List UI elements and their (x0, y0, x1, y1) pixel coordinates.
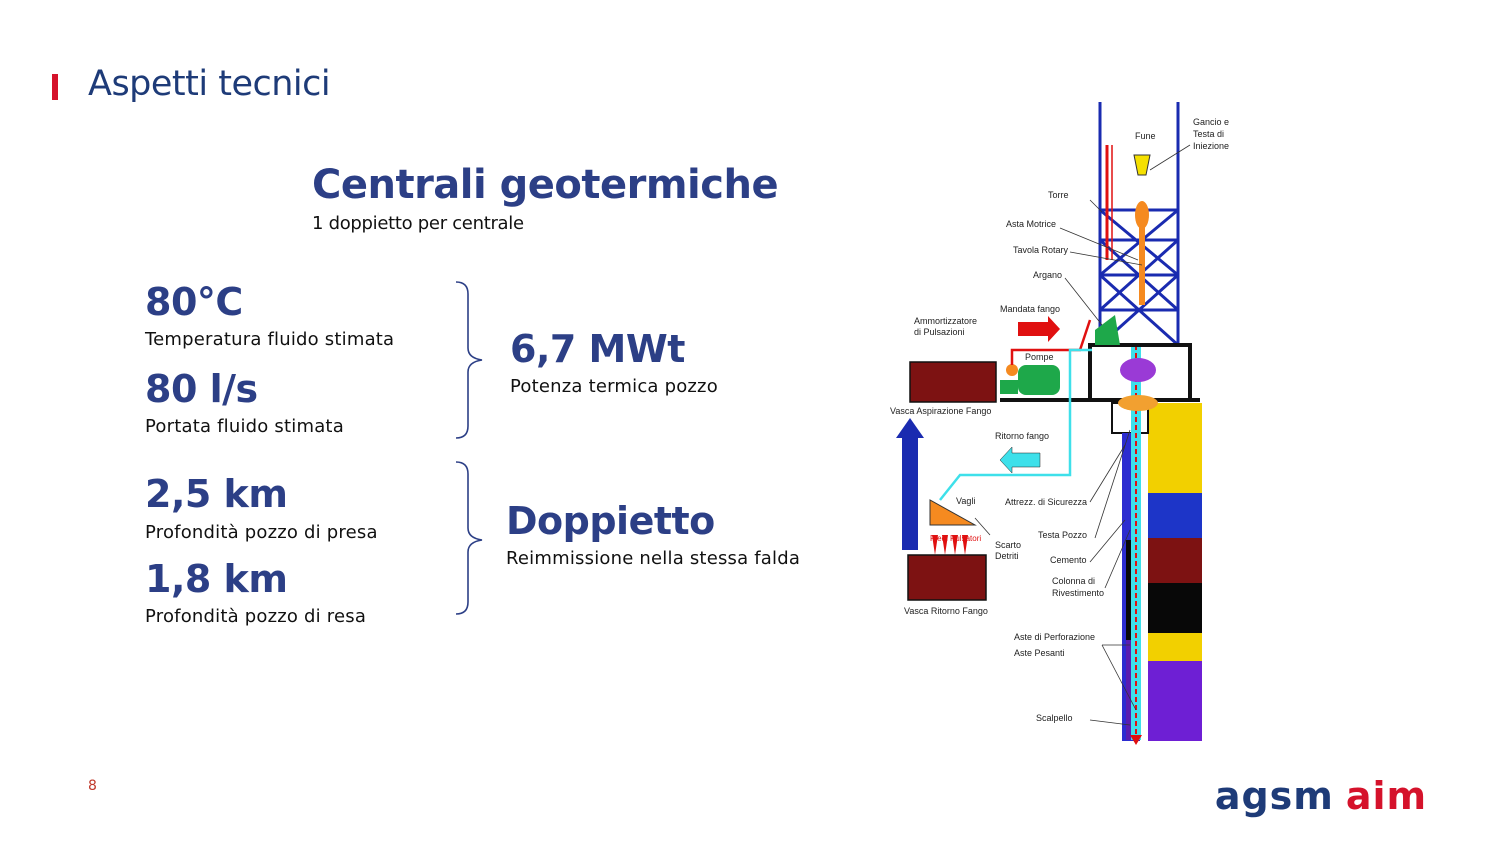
hook-icon (1133, 154, 1151, 176)
label-pulsatori: Piedi Pulsatori (930, 534, 981, 543)
label-iniezione: Iniezione (1193, 141, 1229, 151)
grouping-braces (455, 281, 483, 615)
mud-return-arrow-icon (999, 446, 1041, 474)
label-aste-perforazione: Aste di Perforazione (1014, 632, 1095, 642)
label-fune: Fune (1135, 131, 1156, 141)
label-vasca-ritorno: Vasca Ritorno Fango (904, 606, 988, 616)
return-depth-label: Profondità pozzo di resa (145, 606, 367, 627)
label-testa-pozzo: Testa Pozzo (1038, 530, 1087, 540)
label-colonna: Colonna di (1052, 576, 1095, 586)
well-pipe (1131, 345, 1141, 740)
drilling-rig-diagram: Gancio e Testa di Iniezione Fune Torre A… (890, 102, 1229, 745)
label-di-pulsazioni: di Pulsazioni (914, 327, 965, 337)
intake-depth-label: Profondità pozzo di presa (145, 522, 378, 543)
temperature-value: 80°C (145, 280, 243, 324)
label-attrezz: Attrezz. di Sicurezza (1005, 497, 1087, 507)
label-rivestimento: Rivestimento (1052, 588, 1104, 598)
flow-rate-value: 80 l/s (145, 367, 258, 411)
intake-depth-value: 2,5 km (145, 472, 288, 516)
geological-strata (1148, 403, 1202, 741)
label-ritorno-fango: Ritorno fango (995, 431, 1049, 441)
brace-top (455, 281, 483, 439)
label-detriti: Detriti (995, 551, 1019, 561)
label-tavola-rotary: Tavola Rotary (1013, 245, 1069, 255)
return-tank (907, 554, 987, 601)
upward-flow-arrow-icon (896, 418, 924, 550)
label-scarto: Scarto (995, 540, 1021, 550)
logo-part-aim: aim (1345, 774, 1428, 818)
label-ammortizzatore: Ammortizzatore (914, 316, 977, 326)
main-heading: Centrali geotermiche (312, 162, 779, 208)
label-mandata-fango: Mandata fango (1000, 304, 1060, 314)
label-testa: Testa di (1193, 129, 1224, 139)
label-pompe: Pompe (1025, 352, 1054, 362)
pump-icon (1018, 365, 1060, 395)
label-vagli: Vagli (956, 496, 975, 506)
thermal-power-value: 6,7 MWt (510, 327, 685, 371)
label-argano: Argano (1033, 270, 1062, 280)
label-torre: Torre (1048, 190, 1069, 200)
label-scalpello: Scalpello (1036, 713, 1073, 723)
mud-delivery-arrow-icon (1018, 316, 1060, 342)
doublet-value: Doppietto (506, 499, 715, 543)
label-aste-pesanti: Aste Pesanti (1014, 648, 1065, 658)
return-depth-value: 1,8 km (145, 557, 288, 601)
winch-icon (1095, 315, 1120, 345)
label-asta-motrice: Asta Motrice (1006, 219, 1056, 229)
doublet-label: Reimmissione nella stessa falda (506, 548, 801, 569)
label-vasca-aspirazione: Vasca Aspirazione Fango (890, 406, 991, 416)
label-gancio: Gancio e (1193, 117, 1229, 127)
drill-bit-icon (1130, 735, 1142, 745)
main-subheading: 1 doppietto per centrale (312, 213, 524, 234)
flow-rate-label: Portata fluido stimata (145, 416, 344, 437)
temperature-label: Temperatura fluido stimata (145, 329, 395, 350)
slide-title: Aspetti tecnici (88, 64, 331, 104)
title-accent-bar (52, 74, 58, 100)
thermal-power-label: Potenza termica pozzo (510, 376, 718, 397)
page-number: 8 (88, 778, 97, 794)
label-cemento: Cemento (1050, 555, 1087, 565)
logo-part-agsm: agsm (1214, 774, 1334, 818)
suction-tank (909, 361, 997, 403)
shaker-icon (929, 499, 977, 526)
company-logo: agsm aim (1196, 768, 1446, 824)
brace-bottom (455, 461, 483, 615)
